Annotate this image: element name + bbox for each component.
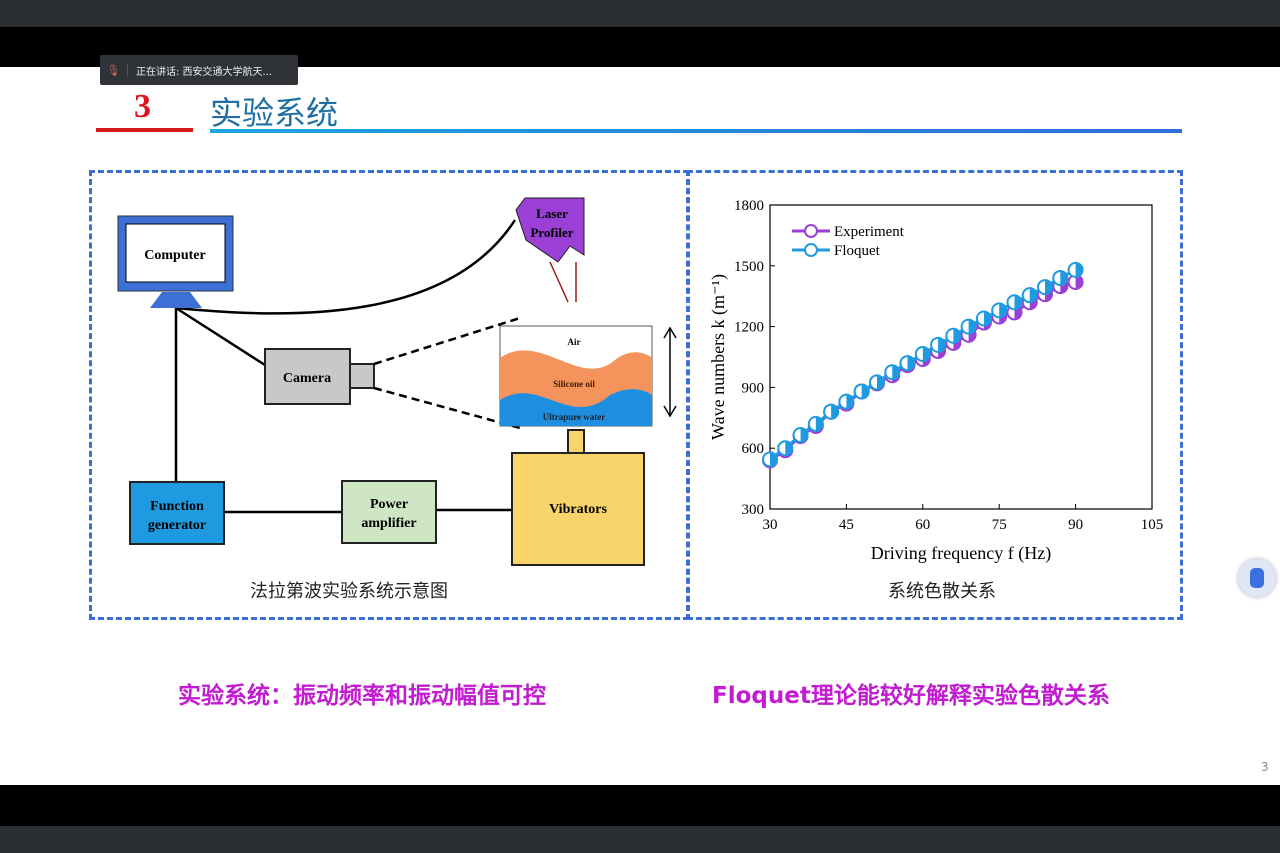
x-tick-label: 75 <box>992 517 1007 533</box>
x-tick-label: 60 <box>915 517 930 533</box>
data-point-fill <box>815 416 823 431</box>
data-point-fill <box>938 337 946 352</box>
svg-text:Air: Air <box>568 337 581 347</box>
data-point-fill <box>1060 270 1068 285</box>
svg-text:Vibrators: Vibrators <box>549 502 607 517</box>
x-tick-label: 45 <box>839 517 854 533</box>
legend-label: Floquet <box>834 243 881 259</box>
data-point-fill <box>846 394 854 409</box>
y-tick-label: 900 <box>742 380 765 396</box>
svg-text:Ultrapure water: Ultrapure water <box>543 412 606 422</box>
data-point-fill <box>800 428 808 443</box>
bottom-right-text: Floquet理论能较好解释实验色散关系 <box>712 683 1110 709</box>
computer-label: Computer <box>144 248 205 263</box>
diagram-caption: 法拉第波实验系统示意图 <box>250 581 448 602</box>
experiment-diagram: Computer Laser Profiler Camera Air Silic… <box>117 197 677 566</box>
bottom-bar <box>0 826 1280 853</box>
data-point-fill <box>770 452 777 467</box>
x-axis-label: Driving frequency f (Hz) <box>871 543 1051 564</box>
dispersion-chart: 30 45 60 75 90 105 300 600 900 1200 1500 1800Drivin… <box>708 198 1164 564</box>
svg-text:Function: Function <box>150 499 204 514</box>
data-point-fill <box>1029 288 1037 303</box>
svg-text:generator: generator <box>148 518 206 533</box>
legend-marker <box>804 224 818 238</box>
floating-assistant-button[interactable] <box>1238 559 1276 597</box>
data-point-fill <box>1075 262 1083 277</box>
vibrators-box <box>511 452 645 566</box>
data-point-fill <box>892 365 900 380</box>
camera-box <box>264 348 351 405</box>
chart-frame <box>687 170 1183 620</box>
svg-text:Profiler: Profiler <box>530 225 573 240</box>
data-point-fill <box>999 303 1007 318</box>
data-point-fill <box>785 441 793 456</box>
data-point-fill <box>861 384 869 399</box>
microphone-muted-icon: 🎙 <box>100 63 128 77</box>
y-tick-label: 1800 <box>734 198 764 214</box>
speaking-indicator[interactable]: 🎙 正在讲话: 西安交通大学航天... <box>100 55 298 85</box>
data-point-fill <box>1014 295 1022 310</box>
y-tick-label: 300 <box>742 502 765 518</box>
section-underline <box>96 128 193 132</box>
speaker-label: 正在讲话: 西安交通大学航天... <box>136 66 273 78</box>
power-amplifier-box <box>341 480 437 544</box>
function-generator-box <box>129 481 225 545</box>
data-point-fill <box>953 328 961 343</box>
svg-text:Camera: Camera <box>283 371 331 386</box>
svg-text:Power: Power <box>370 497 408 512</box>
svg-text:Silicone oil: Silicone oil <box>553 379 595 389</box>
page-number: 3 <box>1261 760 1269 774</box>
data-point-fill <box>907 356 915 371</box>
plot-area <box>769 204 1153 510</box>
slide-title: 实验系统 <box>210 94 339 132</box>
bottom-left-text: 实验系统：振动频率和振动幅值可控 <box>178 683 546 709</box>
svg-text:amplifier: amplifier <box>361 516 416 531</box>
x-tick-label: 105 <box>1141 517 1164 533</box>
data-point-fill <box>876 375 884 390</box>
y-tick-label: 1200 <box>734 320 764 336</box>
x-tick-label: 90 <box>1068 517 1083 533</box>
x-tick-label: 30 <box>763 517 778 533</box>
top-bar <box>0 0 1280 27</box>
legend-marker <box>804 243 818 257</box>
data-point-fill <box>831 404 839 419</box>
y-tick-label: 1500 <box>734 259 764 275</box>
data-point-fill <box>1045 280 1053 295</box>
laser-profiler-box <box>515 197 585 263</box>
svg-text:Laser: Laser <box>536 206 568 221</box>
data-point-fill <box>1075 275 1083 290</box>
data-point-fill <box>922 346 930 361</box>
data-point-fill <box>983 311 991 326</box>
title-underline <box>210 129 1182 133</box>
legend-label: Experiment <box>834 224 905 240</box>
y-axis-label: Wave numbers k (m⁻¹) <box>708 274 729 440</box>
data-point-fill <box>968 319 976 334</box>
section-number: 3 <box>134 88 151 125</box>
y-tick-label: 600 <box>742 441 765 457</box>
assistant-icon <box>1250 568 1264 588</box>
chart-caption: 系统色散关系 <box>888 581 996 602</box>
